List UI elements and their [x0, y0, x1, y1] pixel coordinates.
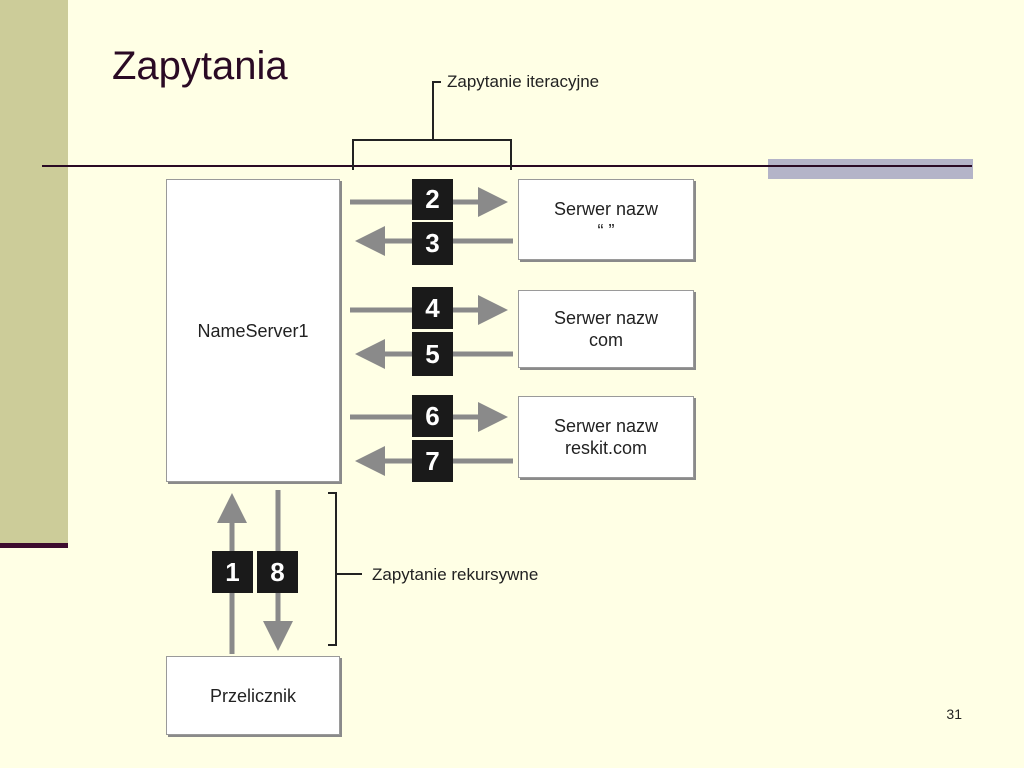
step-badge-6: 6	[412, 395, 453, 437]
step-badge-3: 3	[412, 222, 453, 265]
server-label-com: Serwer nazw com	[553, 308, 659, 350]
step-badge-2: 2	[412, 179, 453, 220]
nameserver-label: NameServer1	[197, 320, 309, 341]
iterative-bracket	[352, 81, 512, 170]
step-badge-4: 4	[412, 287, 453, 329]
resolver-label: Przelicznik	[209, 685, 297, 706]
slide-sidebar	[0, 0, 68, 548]
nameserver-box: NameServer1	[166, 179, 340, 482]
step-badge-5: 5	[412, 332, 453, 376]
recursive-query-label: Zapytanie rekursywne	[372, 565, 539, 584]
sidebar-rule	[0, 543, 68, 548]
slide-title: Zapytania	[112, 44, 288, 88]
iterative-query-label: Zapytanie iteracyjne	[447, 72, 600, 91]
title-rule	[42, 165, 972, 167]
step-badge-8: 8	[257, 551, 298, 593]
server-label-reskit: Serwer nazw reskit.com	[553, 416, 659, 458]
title-rule-accent	[768, 159, 973, 179]
step-badge-1: 1	[212, 551, 253, 593]
recursive-bracket	[328, 492, 362, 646]
server-box-reskit: Serwer nazw reskit.com	[518, 396, 694, 478]
page-number: 31	[946, 706, 962, 722]
server-box-root: Serwer nazw “ ”	[518, 179, 694, 260]
step-badge-7: 7	[412, 440, 453, 482]
resolver-box: Przelicznik	[166, 656, 340, 735]
server-label-root: Serwer nazw “ ”	[553, 198, 659, 241]
server-box-com: Serwer nazw com	[518, 290, 694, 368]
